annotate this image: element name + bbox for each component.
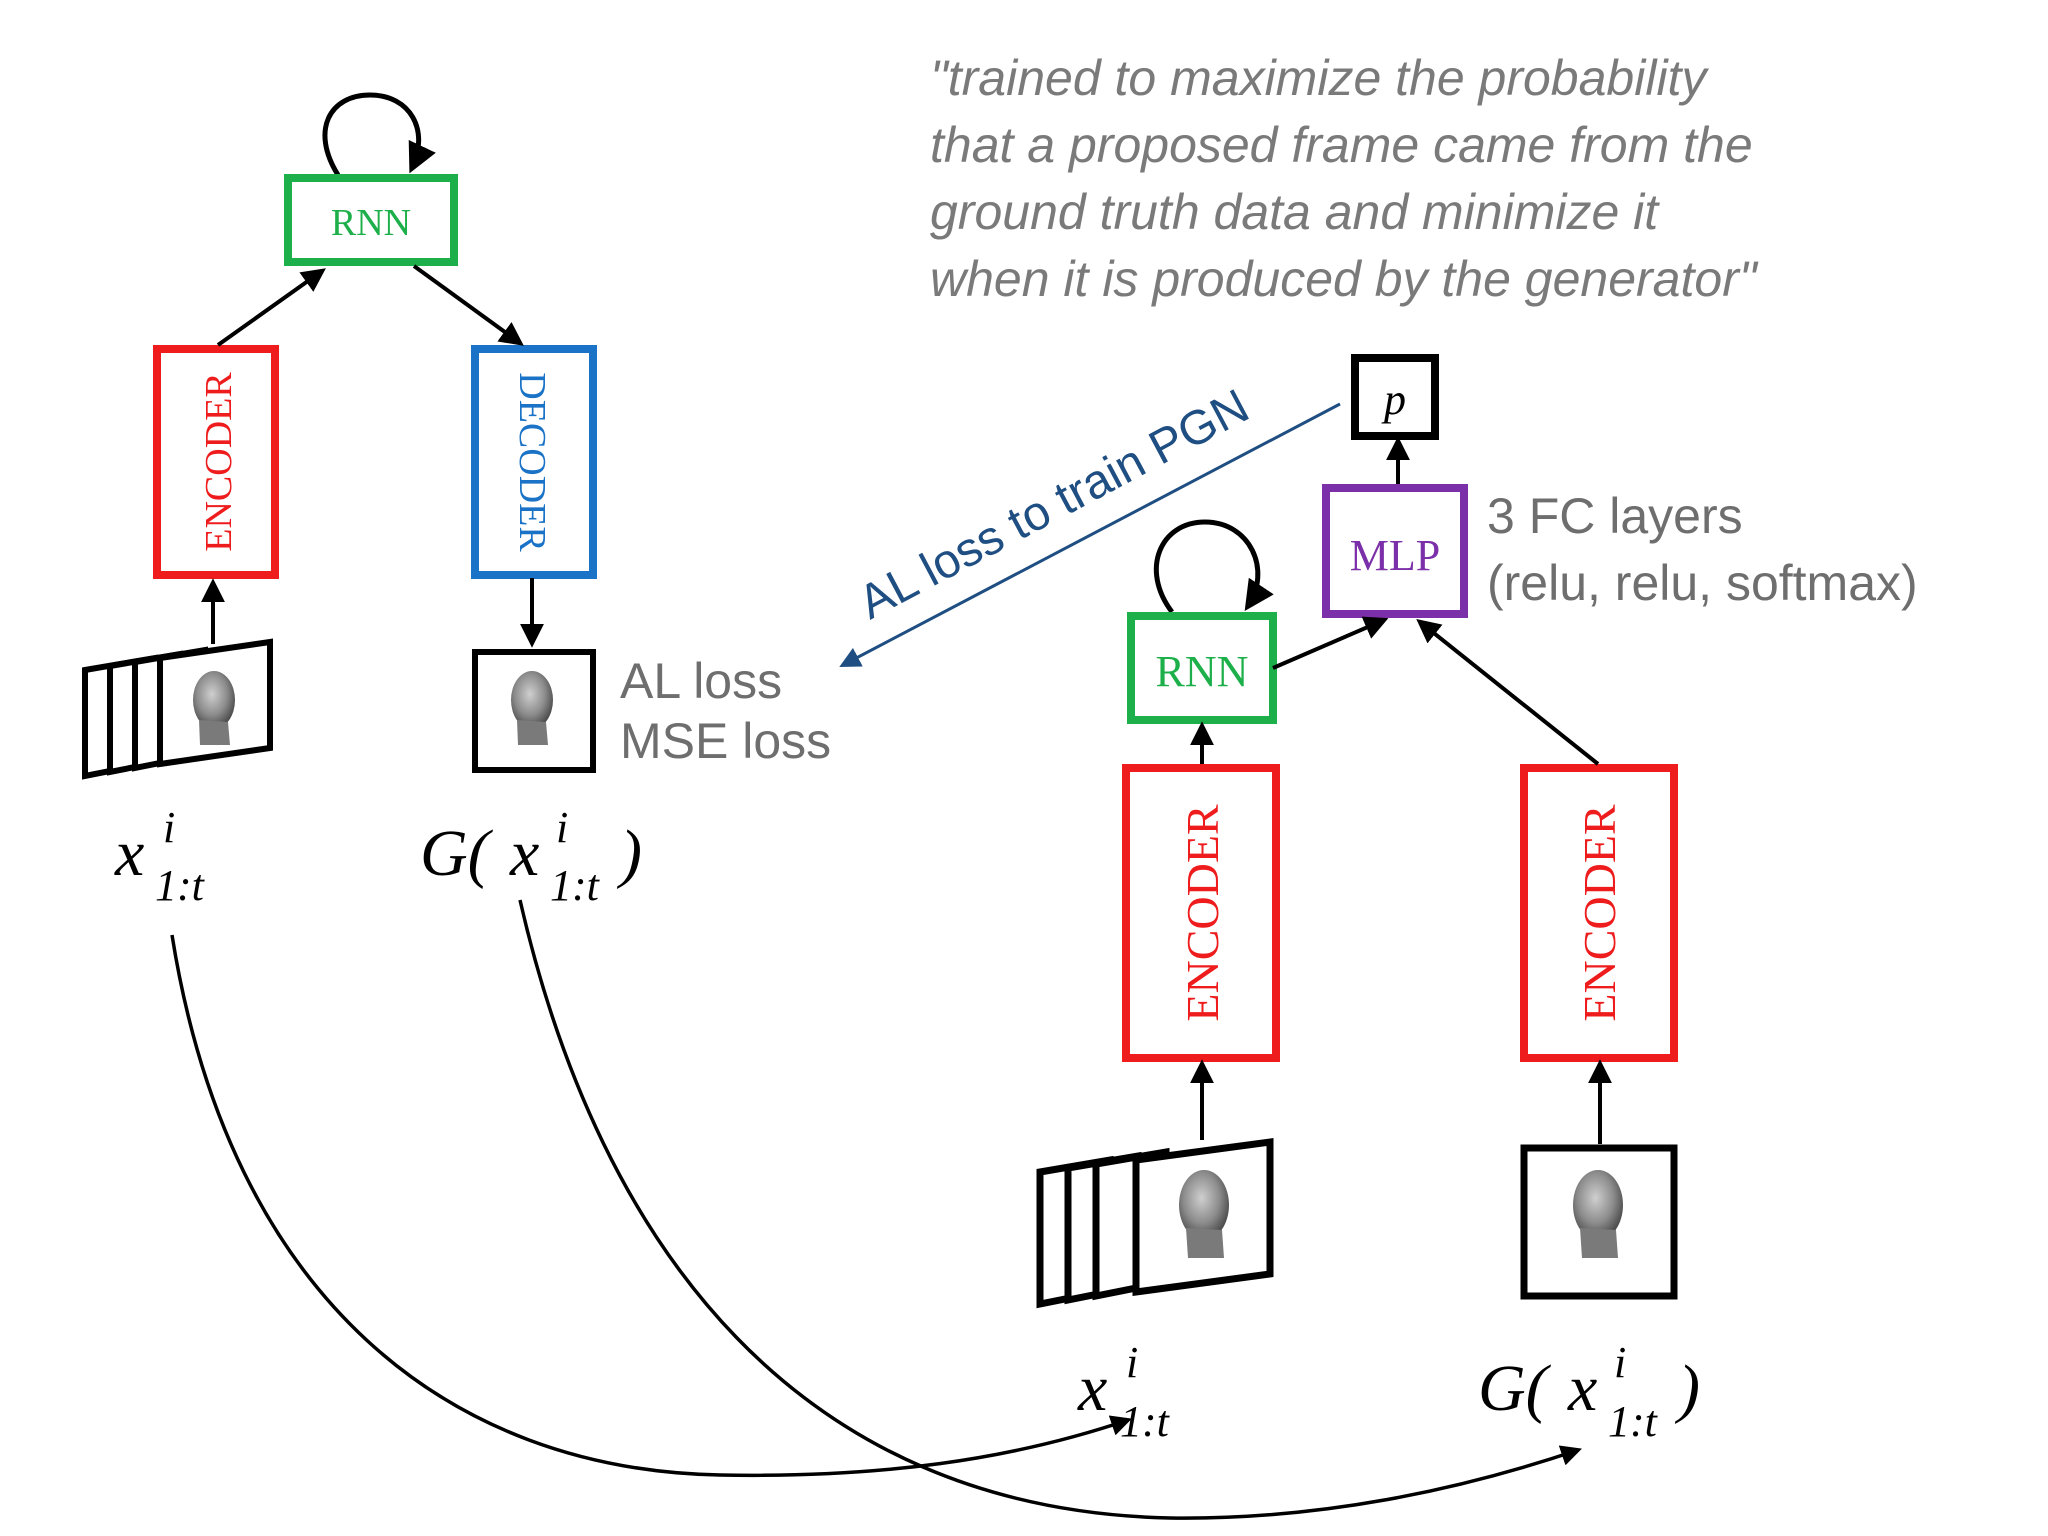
face-image: [1573, 1170, 1623, 1258]
discriminator-encoder-left-label: ENCODER: [1177, 804, 1228, 1022]
mlp-box: [1322, 484, 1468, 618]
p-output-label: p: [1381, 375, 1406, 424]
quote-line-4: when it is produced by the generator": [930, 251, 1759, 307]
face-image: [511, 671, 553, 745]
quote-line-3: ground truth data and minimize it: [930, 184, 1660, 240]
generator-output-frame: [472, 649, 596, 773]
arrow-encoder-right-to-mlp: [1416, 619, 1600, 766]
math-suffix: ): [616, 817, 642, 890]
generator-input-label: x i 1:t: [114, 803, 206, 910]
mlp-note-line-2: (relu, relu, softmax): [1487, 555, 1918, 611]
generator-network: RNN ENCODER DECODER: [82, 92, 831, 910]
math-sup: i: [556, 803, 568, 852]
discriminator-output-label: G( x i 1:t ): [1478, 1338, 1700, 1446]
feedback-arrow-label: AL loss to train PGN: [850, 380, 1257, 630]
math-sup: i: [1126, 1338, 1138, 1387]
discriminator-input-frames: [1036, 1137, 1274, 1309]
math-sub: 1:t: [550, 861, 601, 910]
math-prefix: G(: [1478, 1352, 1552, 1425]
discriminator-rnn-label: RNN: [1156, 647, 1249, 696]
math-base: x: [114, 817, 144, 890]
generator-decoder-box: [471, 345, 597, 579]
math-sub: 1:t: [155, 861, 206, 910]
generator-encoder-box: [153, 345, 279, 579]
generator-decoder-label: DECODER: [511, 372, 553, 552]
discriminator-output-frame: [1520, 1144, 1678, 1300]
quote-text: "trained to maximize the probability tha…: [930, 50, 1759, 307]
arrow-rnn-to-decoder: [412, 264, 524, 346]
generator-encoder-label: ENCODER: [198, 372, 240, 552]
arrow-rnn-to-mlp: [1272, 616, 1389, 670]
discriminator-input-label: x i 1:t: [1077, 1338, 1171, 1446]
face-image: [1179, 1170, 1229, 1258]
generator-rnn-box: [284, 174, 458, 266]
arrow-encoder-to-rnn: [216, 268, 326, 347]
face-image: [193, 671, 235, 745]
math-sup: i: [1614, 1338, 1626, 1387]
generator-input-frames: [82, 638, 273, 780]
math-suffix: ): [1674, 1352, 1700, 1425]
discriminator-encoder-left-box: [1122, 764, 1280, 1062]
math-prefix: G(: [420, 817, 494, 890]
math-sub: 1:t: [1608, 1397, 1659, 1446]
discriminator-encoder-right-box: [1520, 764, 1678, 1062]
loss-label-al: AL loss: [620, 653, 782, 709]
math-base: x: [1077, 1352, 1107, 1425]
generator-rnn-loop-arrow: [322, 92, 436, 177]
loss-label-mse: MSE loss: [620, 713, 831, 769]
math-sup: i: [163, 803, 175, 852]
math-base: x: [1567, 1352, 1597, 1425]
quote-line-1: "trained to maximize the probability: [930, 50, 1709, 106]
mlp-note-line-1: 3 FC layers: [1487, 488, 1743, 544]
math-base: x: [509, 817, 539, 890]
mlp-label: MLP: [1350, 531, 1440, 580]
curve-input-to-discriminator-input: [170, 934, 1132, 1478]
p-output-box: [1351, 354, 1439, 440]
discriminator-encoder-right-label: ENCODER: [1574, 804, 1625, 1022]
generator-rnn-label: RNN: [331, 202, 411, 244]
discriminator-network: p MLP 3 FC layers (relu, relu, softmax) …: [1036, 354, 1918, 1446]
generator-output-label: G( x i 1:t ): [420, 803, 642, 910]
discriminator-rnn-box: [1127, 612, 1277, 724]
curve-output-to-discriminator-output: [518, 899, 1582, 1520]
quote-line-2: that a proposed frame came from the: [930, 117, 1753, 173]
discriminator-rnn-loop-arrow: [1153, 519, 1274, 614]
